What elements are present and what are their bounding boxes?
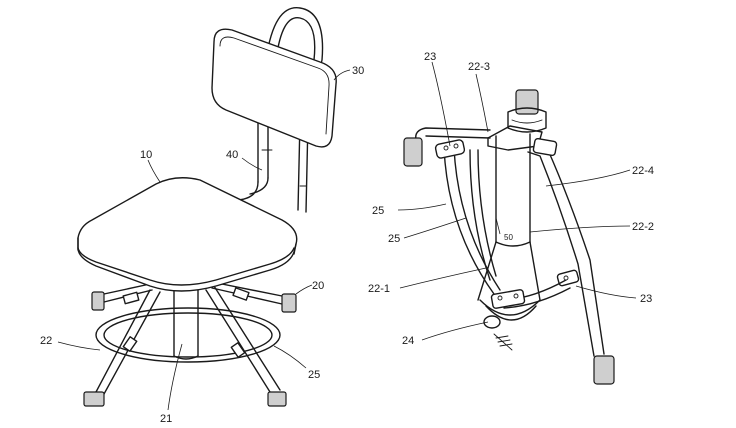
backrest [211, 28, 337, 148]
label-25-right-inner: 25 [388, 233, 400, 245]
assembled-chair [77, 7, 337, 407]
foot-ring [95, 307, 281, 363]
label-25-left: 25 [308, 369, 320, 381]
label-21: 21 [160, 413, 172, 425]
leader-lines [57, 61, 637, 411]
label-50: 50 [504, 233, 513, 242]
seat [77, 177, 298, 292]
label-10: 10 [140, 149, 152, 161]
reference-labels: 10 40 30 20 22 25 21 23 22-3 22-4 25 25 … [40, 51, 654, 425]
lower-tubes [477, 241, 571, 321]
label-20: 20 [312, 280, 324, 292]
center-column [173, 285, 199, 360]
label-24: 24 [402, 335, 414, 347]
label-23-bottom: 23 [640, 293, 652, 305]
label-22-2: 22-2 [632, 221, 654, 233]
fastener [483, 315, 513, 351]
exploded-base [403, 89, 615, 385]
label-23-top: 23 [424, 51, 436, 63]
label-22-4: 22-4 [632, 165, 654, 177]
right-leg-assembly [527, 137, 615, 385]
left-leg-assembly [403, 127, 501, 295]
label-25-right-outer: 25 [372, 205, 384, 217]
label-22-1: 22-1 [368, 283, 390, 295]
label-40: 40 [226, 149, 238, 161]
chair-legs [83, 281, 297, 407]
column-cap [507, 89, 547, 133]
label-22: 22 [40, 335, 52, 347]
label-22-3: 22-3 [468, 61, 490, 73]
label-30: 30 [352, 65, 364, 77]
